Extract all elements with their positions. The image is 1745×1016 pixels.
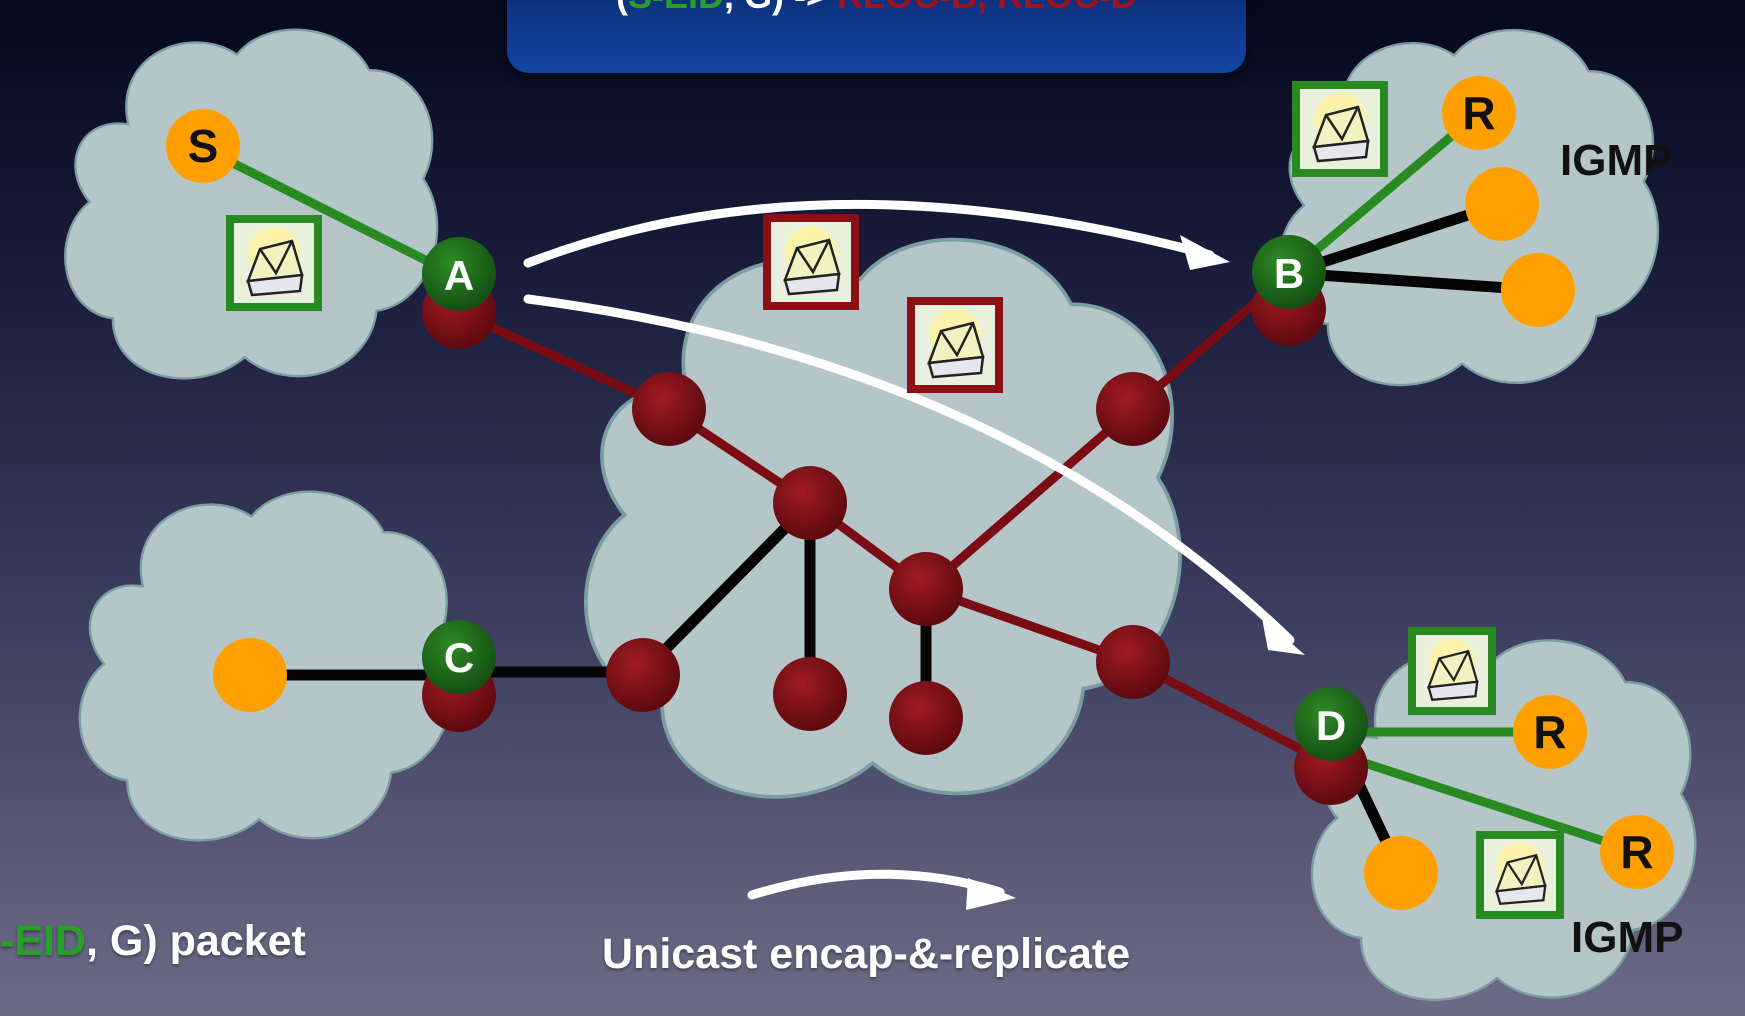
igmp-label-bottom: IGMP <box>1571 913 1684 962</box>
unicast-caption: Unicast encap-&-replicate <box>602 930 1131 978</box>
igmp-label-top: IGMP <box>1560 136 1673 185</box>
core-routers <box>606 372 1170 755</box>
banner-open: ( <box>616 0 628 16</box>
xtr-a-label: A <box>444 252 474 299</box>
rloc-packet-icon <box>907 297 1003 393</box>
xtr-c-label: C <box>444 634 474 681</box>
banner-source-eid: S-EID <box>628 0 724 16</box>
rloc-packet-icon <box>763 214 859 310</box>
xtr-eid-spheres <box>422 235 1368 761</box>
xtr-d-label: D <box>1316 702 1346 749</box>
eid-packet-icon <box>1408 627 1496 715</box>
eid-packet-icon <box>226 215 322 311</box>
eid-links <box>200 109 1639 857</box>
eid-packet-icon <box>1292 81 1388 177</box>
site-cloud-source <box>63 28 439 380</box>
packet-caption-rest: , G) packet <box>86 917 306 965</box>
packet-caption: -EID, G) packet <box>0 917 306 966</box>
banner-group-arrow: , G) -> <box>724 0 837 16</box>
mapping-banner: (S-EID, G) -> RLOC-B, RLOC-D <box>507 0 1246 73</box>
xtr-b-label: B <box>1274 250 1304 297</box>
arrowheads <box>966 235 1305 910</box>
receiver-d1-label: R <box>1533 706 1566 758</box>
source-label: S <box>188 120 219 172</box>
eid-packet-icon <box>1476 831 1564 919</box>
packet-caption-eid: -EID <box>0 917 86 965</box>
receiver-d2-label: R <box>1620 826 1653 878</box>
hosts <box>166 76 1674 910</box>
receiver-b-label: R <box>1462 87 1495 139</box>
banner-rloc-list: RLOC-B, RLOC-D <box>837 0 1137 16</box>
